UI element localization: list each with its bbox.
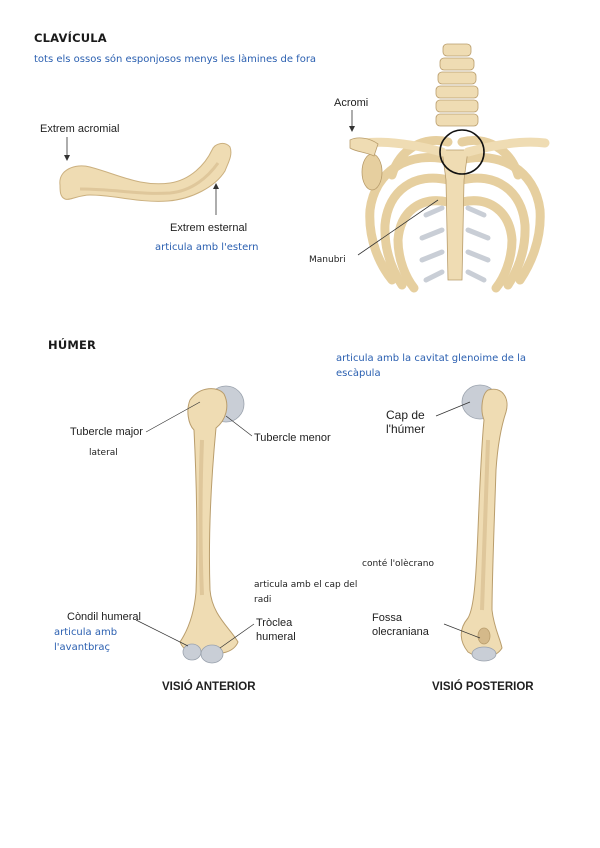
label-troclea-humeral: Tròclea humeral	[256, 617, 296, 643]
label-acromi: Acromi	[334, 97, 369, 109]
humerus-posterior-illustration	[435, 384, 508, 662]
label-conte-olecrano: conté l'olècrano	[362, 559, 434, 569]
label-manubri: Manubri	[309, 255, 346, 265]
label-cap-humer: Cap de l'húmer	[386, 408, 425, 436]
label-fossa-olecraniana: Fossa olecraniana	[372, 612, 429, 638]
humerus-anterior-illustration	[135, 385, 255, 664]
clavicle-note: tots els ossos són esponjosos menys les …	[34, 54, 317, 65]
caption-visio-posterior: VISIÓ POSTERIOR	[432, 681, 534, 693]
clavicle-heading: CLAVÍCULA	[34, 31, 107, 45]
note-articula-estern: articula amb l'estern	[155, 242, 259, 253]
label-extrem-esternal: Extrem esternal	[170, 222, 248, 234]
humerus-heading: HÚMER	[48, 338, 97, 352]
label-extrem-acromial: Extrem acromial	[40, 123, 120, 135]
caption-visio-anterior: VISIÓ ANTERIOR	[162, 681, 256, 693]
label-condil-humeral: Còndil humeral	[67, 611, 141, 623]
label-lateral: lateral	[89, 448, 118, 458]
thorax-illustration	[349, 43, 550, 293]
note-cavitat-glenoide: articula amb la cavitat glenoime de la e…	[336, 353, 526, 379]
note-articula-cap-radi: articula amb el cap del radi	[254, 580, 358, 605]
clavicle-illustration	[59, 137, 232, 215]
label-tubercle-menor: Tubercle menor	[254, 432, 331, 444]
label-tubercle-major: Tubercle major	[70, 426, 143, 438]
note-articula-avantbrac: articula amb l'avantbraç	[54, 627, 118, 653]
